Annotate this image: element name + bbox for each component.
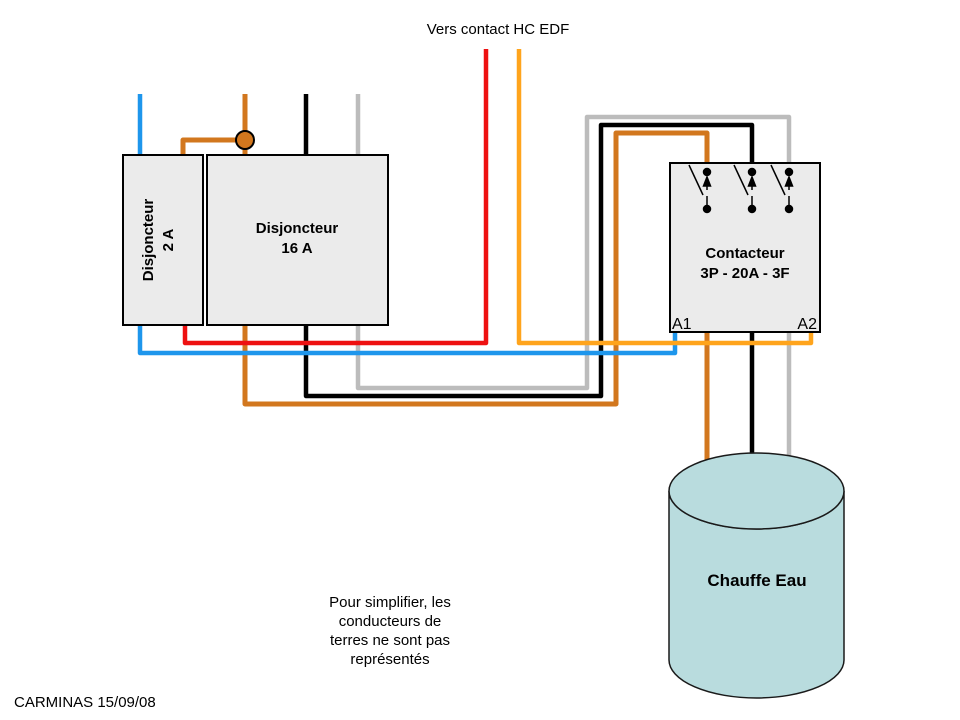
- contactor-terminal-a2: A2: [797, 316, 817, 333]
- note-line-2: conducteurs de: [339, 613, 442, 630]
- breaker-2a-label: Disjoncteur 2 A: [140, 199, 177, 282]
- water-heater-cylinder: [668, 452, 845, 699]
- note-line-4: représentés: [350, 651, 429, 668]
- wire-red-phase: [182, 49, 489, 346]
- wire-gray-conductor: [355, 94, 792, 470]
- contactor-pole-3-icon: [770, 164, 794, 214]
- contactor-terminal-a1: A1: [672, 316, 692, 333]
- contactor-name: Contacteur: [705, 245, 784, 262]
- breaker-16a-rating: 16 A: [281, 240, 312, 257]
- water-heater-label: Chauffe Eau: [707, 571, 806, 590]
- contactor-rating: 3P - 20A - 3F: [700, 265, 789, 282]
- breaker-2a-name: Disjoncteur: [140, 199, 157, 282]
- contactor-pole-1-icon: [688, 164, 712, 214]
- note-line-1: Pour simplifier, les: [329, 594, 451, 611]
- water-heater-top: [668, 452, 845, 530]
- note-line-3: terres ne sont pas: [330, 632, 450, 649]
- breaker-2a-box: [122, 154, 204, 326]
- title-label: Vers contact HC EDF: [427, 21, 570, 38]
- contactor-box: [669, 162, 821, 333]
- note-text: Pour simplifier, les conducteurs de terr…: [329, 594, 451, 668]
- wire-junction-dot: [235, 130, 255, 150]
- wire-black-conductor: [303, 94, 755, 470]
- contactor-pole-symbols: [688, 164, 794, 214]
- signature-label: CARMINAS 15/09/08: [14, 694, 156, 711]
- breaker-2a-rating: 2 A: [160, 228, 177, 251]
- breaker-16a-box: [206, 154, 389, 326]
- wire-amber-hc-signal: [516, 49, 814, 346]
- breaker-16a-name: Disjoncteur: [256, 220, 339, 237]
- contactor-pole-2-icon: [733, 164, 757, 214]
